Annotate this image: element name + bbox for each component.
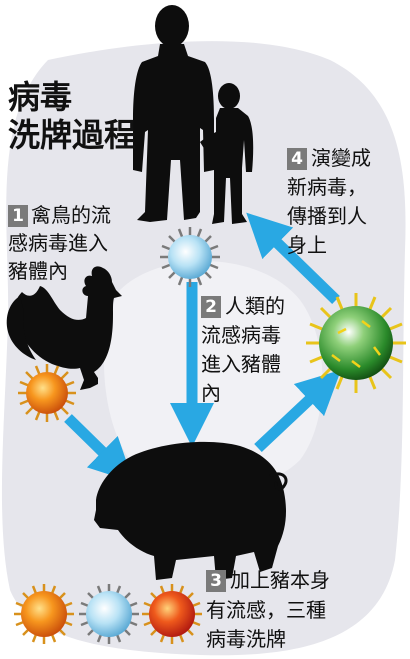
step-4-line-3: 傳播到人 xyxy=(287,204,367,228)
step-2-line-4: 內 xyxy=(201,381,221,405)
arrow-pig-to-newvirus xyxy=(254,369,342,453)
step-1-badge: 1 xyxy=(8,205,28,227)
step-3-badge: 3 xyxy=(206,570,226,592)
pig-silhouette-icon xyxy=(94,441,288,580)
step-1-line-2: 感病毒進入 xyxy=(8,231,108,255)
child-silhouette-icon xyxy=(200,83,254,224)
step-3-line-1: 加上豬本身 xyxy=(230,568,330,592)
step-4-badge: 4 xyxy=(287,148,307,170)
title-line-1: 病毒 xyxy=(8,78,73,116)
step-4-line-2: 新病毒， xyxy=(287,175,367,199)
rooster-silhouette-icon xyxy=(6,266,122,390)
step-2-line-3: 進入豬體 xyxy=(201,352,281,376)
virus-bird-icon xyxy=(18,364,76,422)
step-1-line-3: 豬體內 xyxy=(8,259,68,283)
step-2-line-1: 人類的 xyxy=(225,294,285,318)
step-4-line-4: 身上 xyxy=(287,233,327,257)
step-2-badge: 2 xyxy=(201,296,221,318)
arrow-newvirus-to-humans xyxy=(246,212,340,304)
step-3-line-3: 病毒洗牌 xyxy=(206,627,286,651)
virus-human-icon xyxy=(160,227,220,287)
arrow-bird-to-pig xyxy=(64,414,134,483)
title-line-2: 洗牌過程 xyxy=(8,116,137,154)
step-4-line-1: 演變成 xyxy=(311,146,371,170)
virus-human-bottom-icon xyxy=(79,584,139,644)
step-1-line-1: 禽鳥的流 xyxy=(31,203,111,227)
step-2-line-2: 流感病毒 xyxy=(201,323,281,347)
virus-new-icon xyxy=(306,293,406,393)
man-silhouette-icon xyxy=(133,5,214,222)
virus-pig-bottom-icon xyxy=(142,584,202,644)
virus-bird-bottom-icon xyxy=(14,584,74,644)
step-3-line-2: 有流感，三種 xyxy=(206,598,326,622)
